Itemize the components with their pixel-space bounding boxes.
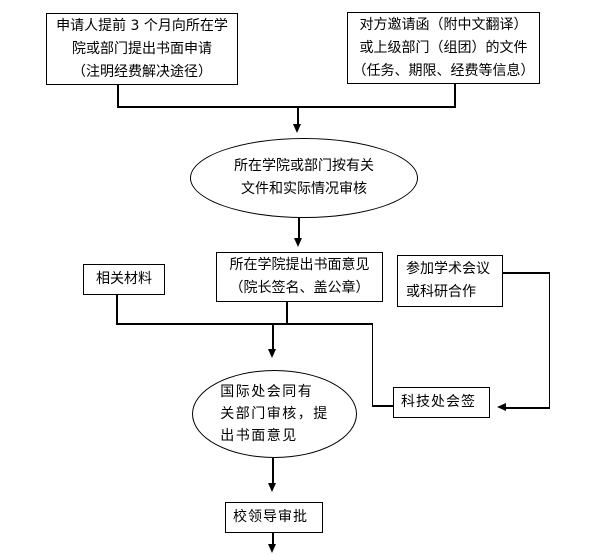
arrowhead-to-opinion-icon — [294, 238, 302, 247]
node-leader-approval-label: 校领导审批 — [233, 509, 308, 525]
connector-applicant-stub — [117, 85, 119, 107]
connector-mid-bus — [116, 323, 373, 325]
node-applicant-request-line3: （注明经费解决途径） — [72, 63, 212, 80]
node-sci-tech-countersign: 科技处会签 — [393, 387, 490, 418]
arrowhead-to-leader-icon — [268, 483, 276, 492]
connector-top-bus — [117, 106, 456, 108]
connector-activity-elbow-h2 — [506, 407, 550, 409]
arrowhead-to-review-icon — [293, 124, 301, 133]
connector-countersign-elbow-v — [371, 323, 373, 406]
node-academic-activity-line1: 参加学术会议 — [406, 261, 490, 277]
connector-activity-elbow-v — [548, 272, 550, 408]
node-college-review: 所在学院或部门按有关 文件和实际情况审核 — [190, 138, 418, 218]
node-college-review-line2: 文件和实际情况审核 — [241, 181, 367, 197]
node-invitation-docs: 对方邀请函（附中文翻译） 或上级部门（组团）的文件 （任务、期限、经费等信息） — [347, 12, 540, 84]
node-invitation-docs-line3: （任务、期限、经费等信息） — [352, 62, 535, 79]
connector-drop-to-review — [297, 106, 299, 124]
node-college-review-line1: 所在学院或部门按有关 — [234, 158, 374, 174]
connector-activity-elbow-h1 — [503, 272, 550, 274]
node-applicant-request: 申请人提前 3 个月向所在学 院或部门提出书面申请 （注明经费解决途径） — [46, 13, 238, 85]
node-applicant-request-line2: 院或部门提出书面申请 — [72, 40, 212, 57]
connector-intl-to-leader — [272, 458, 274, 483]
arrowhead-to-countersign-icon — [497, 403, 506, 411]
node-academic-activity: 参加学术会议 或科研合作 — [397, 255, 503, 307]
node-college-opinion-line1: 所在学院提出书面意见 — [229, 257, 370, 273]
arrowhead-to-intl-icon — [268, 349, 276, 358]
connector-opinion-stub — [286, 302, 288, 324]
connector-countersign-elbow-h — [371, 405, 394, 407]
node-intl-office-review-text: 国际处会同有 关部门审核，提 出书面意见 — [220, 381, 329, 447]
node-college-opinion: 所在学院提出书面意见 （院长签名、盖公章） — [216, 252, 383, 302]
node-intl-office-review-line3: 出书面意见 — [220, 428, 298, 444]
node-academic-activity-line2: 或科研合作 — [406, 284, 476, 300]
node-college-opinion-line2: （院长签名、盖公章） — [229, 280, 370, 296]
arrowhead-final-icon — [268, 544, 276, 553]
connector-materials-stub — [116, 295, 118, 324]
node-intl-office-review: 国际处会同有 关部门审核，提 出书面意见 — [192, 370, 357, 458]
connector-drop-to-intl — [272, 323, 274, 349]
node-invitation-docs-line2: 或上级部门（组团）的文件 — [359, 39, 528, 56]
node-sci-tech-countersign-label: 科技处会签 — [401, 394, 476, 410]
node-leader-approval: 校领导审批 — [225, 502, 323, 533]
node-intl-office-review-line1: 国际处会同有 — [220, 384, 314, 400]
node-applicant-request-line1: 申请人提前 3 个月向所在学 — [56, 17, 228, 34]
node-related-materials: 相关材料 — [83, 264, 165, 295]
node-related-materials-label: 相关材料 — [96, 271, 152, 287]
connector-leader-down — [272, 533, 274, 544]
connector-review-to-opinion — [298, 218, 300, 238]
node-intl-office-review-line2: 关部门审核，提 — [220, 406, 329, 422]
node-invitation-docs-line1: 对方邀请函（附中文翻译） — [359, 16, 528, 33]
connector-invitation-stub — [454, 84, 456, 107]
